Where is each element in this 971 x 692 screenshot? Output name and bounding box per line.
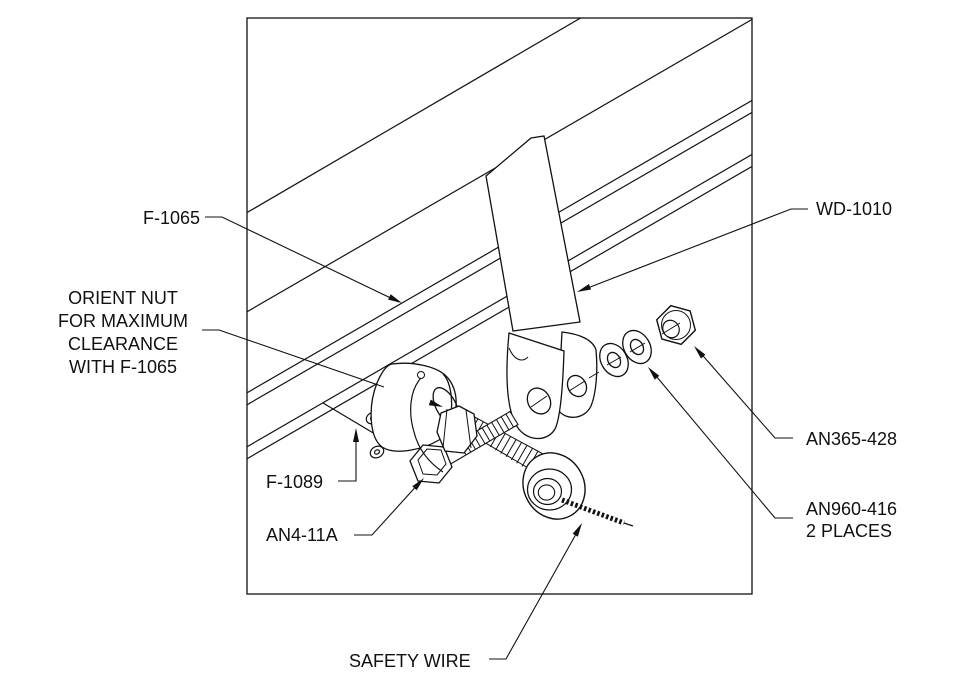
label-safety-wire: SAFETY WIRE [349, 651, 471, 671]
clevis-back-tab [557, 331, 598, 418]
leader-wd1010 [579, 208, 808, 292]
label-f1065: F-1065 [142, 208, 200, 228]
orient-note-line3: CLEARANCE [67, 334, 179, 354]
leader-f1089 [338, 432, 357, 482]
clevis-front-tab [506, 332, 565, 440]
leader-an4 [354, 481, 421, 536]
longeron-lines [247, 18, 752, 460]
an960-part-number: AN960-416 [806, 499, 898, 519]
label-wd1010: WD-1010 [816, 199, 893, 219]
leader-an960 [650, 369, 793, 519]
orient-note-line2: FOR MAXIMUM [58, 311, 188, 331]
label-an960-416: AN960-416 2 PLACES [806, 498, 897, 542]
arrowheads [353, 283, 706, 537]
wd1010-tube [485, 135, 598, 440]
rod-end-bearing [522, 452, 586, 520]
label-f1089: F-1089 [266, 472, 324, 492]
orient-note-line1: ORIENT NUT [68, 288, 178, 308]
jam-nut [436, 405, 478, 454]
rivet-icon [369, 445, 385, 459]
safety-wire [410, 377, 634, 527]
centerline [530, 322, 681, 408]
f1089-cone [370, 362, 460, 452]
label-an4-11a: AN4-11A [266, 525, 338, 545]
label-orient-note: ORIENT NUT FOR MAXIMUM CLEARANCE WITH F-… [48, 287, 198, 379]
frame-border [246, 17, 753, 595]
label-an365-428: AN365-428 [806, 429, 898, 449]
leader-f1065 [205, 216, 400, 303]
an960-quantity: 2 PLACES [806, 521, 893, 541]
leader-safety [489, 526, 581, 660]
orient-note-line4: WITH F-1065 [68, 357, 178, 377]
leader-an365 [696, 348, 793, 439]
washers [599, 329, 652, 378]
